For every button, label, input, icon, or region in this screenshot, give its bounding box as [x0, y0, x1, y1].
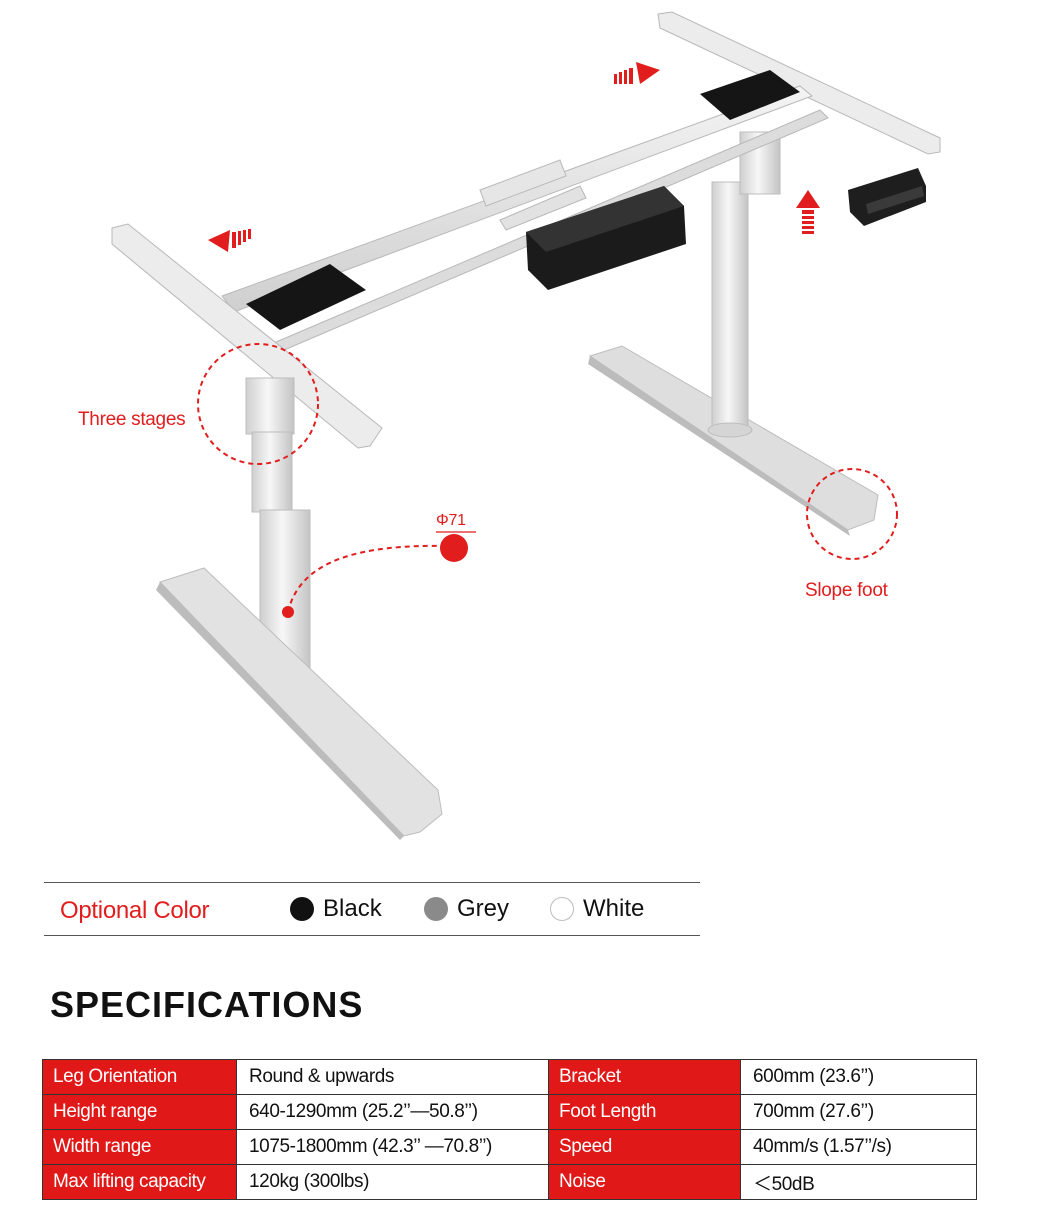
spec-value: 40mm/s (1.57’’/s) — [740, 1129, 977, 1165]
table-row: Max lifting capacity 120kg (300lbs) Nois… — [42, 1164, 977, 1200]
black-swatch-icon — [290, 897, 314, 921]
diameter-label: Φ71 — [436, 512, 466, 529]
spec-value: 600mm (23.6’’) — [740, 1059, 977, 1095]
grey-swatch-icon — [424, 897, 448, 921]
spec-key: Leg Orientation — [42, 1059, 237, 1095]
desk-frame-illustration: Three stages Slope foot Φ71 — [78, 11, 941, 840]
spec-value: 120kg (300lbs) — [236, 1164, 549, 1200]
color-option-grey[interactable]: Grey — [424, 895, 509, 923]
white-swatch-icon — [550, 897, 574, 921]
spec-value: ＜50dB — [740, 1164, 977, 1200]
arrow-up-icon — [796, 190, 820, 234]
spec-key: Height range — [42, 1094, 237, 1130]
table-row: Height range 640-1290mm (25.2’’—50.8’’) … — [42, 1094, 977, 1130]
right-leg — [707, 131, 781, 438]
color-option-black[interactable]: Black — [290, 895, 382, 923]
spec-key: Bracket — [548, 1059, 741, 1095]
three-stages-label: Three stages — [78, 409, 186, 430]
color-option-white[interactable]: White — [550, 895, 644, 923]
spec-value: 700mm (27.6’’) — [740, 1094, 977, 1130]
left-leg — [245, 377, 315, 698]
color-option-label: Black — [323, 895, 382, 922]
control-box — [526, 186, 686, 290]
optional-color-title: Optional Color — [60, 897, 210, 924]
table-row: Leg Orientation Round & upwards Bracket … — [42, 1059, 977, 1095]
slope-foot-label: Slope foot — [805, 580, 888, 601]
spec-key: Max lifting capacity — [42, 1164, 237, 1200]
spec-key: Width range — [42, 1129, 237, 1165]
spec-value: Round & upwards — [236, 1059, 549, 1095]
specifications-heading: SPECIFICATIONS — [50, 984, 364, 1025]
arrow-right-icon — [614, 62, 660, 84]
table-row: Width range 1075-1800mm (42.3’’ —70.8’’)… — [42, 1129, 977, 1165]
left-top-bracket — [111, 223, 383, 449]
color-option-label: White — [583, 895, 645, 922]
left-foot — [156, 567, 443, 840]
diameter-leader-line — [287, 544, 451, 613]
optional-color-bar: Optional Color Black Grey White — [44, 882, 700, 936]
spec-key: Speed — [548, 1129, 741, 1165]
slope-foot-callout-circle — [806, 468, 898, 560]
arrow-left-icon — [208, 229, 251, 252]
specifications-table: Leg Orientation Round & upwards Bracket … — [42, 1059, 977, 1200]
spec-value: 640-1290mm (25.2’’—50.8’’) — [236, 1094, 549, 1130]
spec-key: Foot Length — [548, 1094, 741, 1130]
right-foot — [588, 345, 879, 536]
spec-key: Noise — [548, 1164, 741, 1200]
diameter-marker-circle — [440, 534, 468, 562]
handset-controller — [848, 168, 926, 226]
three-stages-callout-circle — [197, 343, 319, 465]
diameter-marker-dot — [282, 606, 294, 618]
right-top-bracket — [657, 11, 941, 155]
desk-frame-drawing — [111, 11, 941, 840]
spec-value: 1075-1800mm (42.3’’ —70.8’’) — [236, 1129, 549, 1165]
color-option-label: Grey — [457, 895, 510, 922]
